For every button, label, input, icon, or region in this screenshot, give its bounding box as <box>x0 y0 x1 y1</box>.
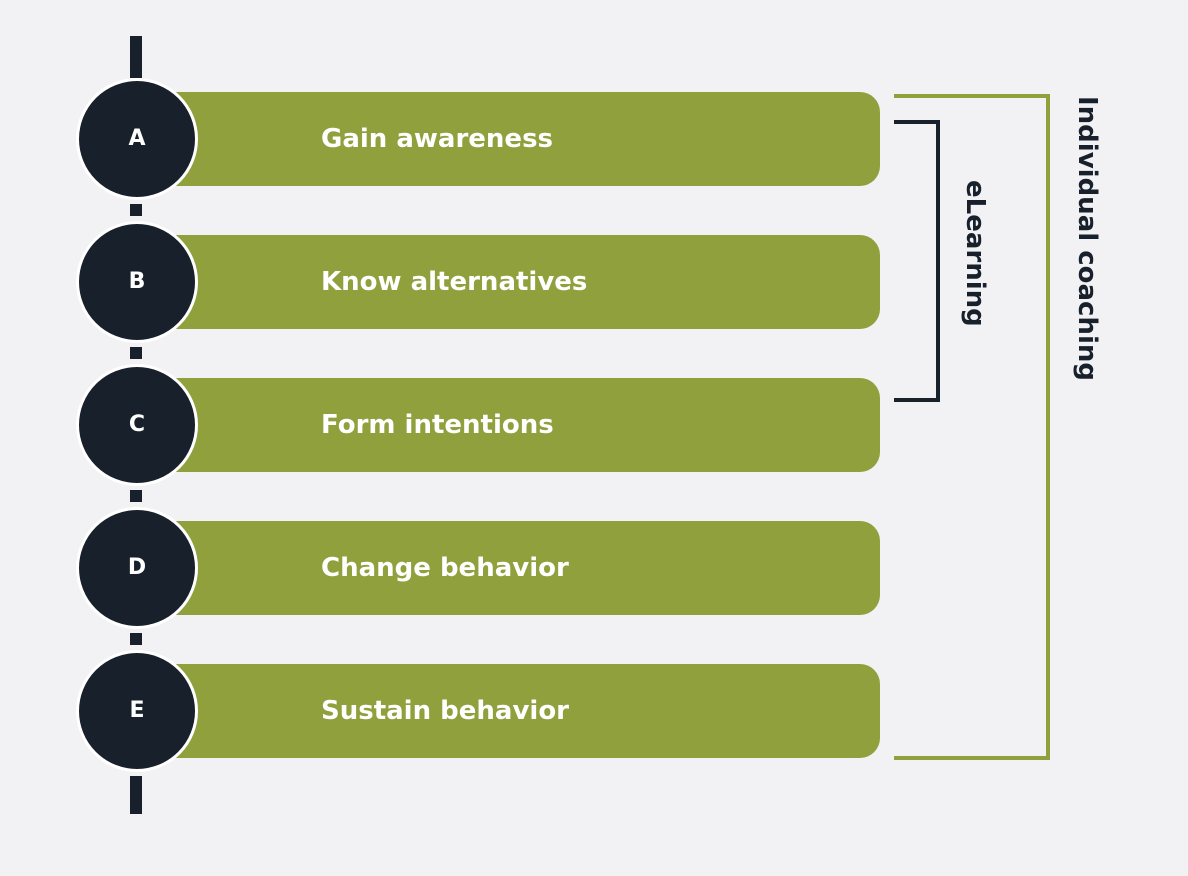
elearning-label: eLearning <box>960 180 990 327</box>
step-c-bar: Form intentions <box>168 378 880 472</box>
step-c-circle: C <box>76 364 198 486</box>
timeline-spine-bottom <box>130 776 142 814</box>
timeline-connector <box>130 347 142 359</box>
timeline-connector <box>130 204 142 216</box>
timeline-connector <box>130 633 142 645</box>
step-c-label: Form intentions <box>321 410 554 440</box>
step-e-bar: Sustain behavior <box>168 664 880 758</box>
timeline-spine-top <box>130 36 142 78</box>
step-e-circle: E <box>76 650 198 772</box>
step-d-circle: D <box>76 507 198 629</box>
individual-coaching-bracket <box>894 94 1050 760</box>
step-a-label: Gain awareness <box>321 124 554 154</box>
step-b-bar: Know alternatives <box>168 235 880 329</box>
individual-coaching-label: Individual coaching <box>1072 96 1102 381</box>
elearning-bracket <box>894 120 940 402</box>
timeline-connector <box>130 490 142 502</box>
step-b-circle: B <box>76 221 198 343</box>
step-d-label: Change behavior <box>321 553 569 583</box>
step-b-label: Know alternatives <box>321 267 588 297</box>
step-e-label: Sustain behavior <box>321 696 570 726</box>
step-d-bar: Change behavior <box>168 521 880 615</box>
step-a-bar: Gain awareness <box>168 92 880 186</box>
step-a-circle: A <box>76 78 198 200</box>
